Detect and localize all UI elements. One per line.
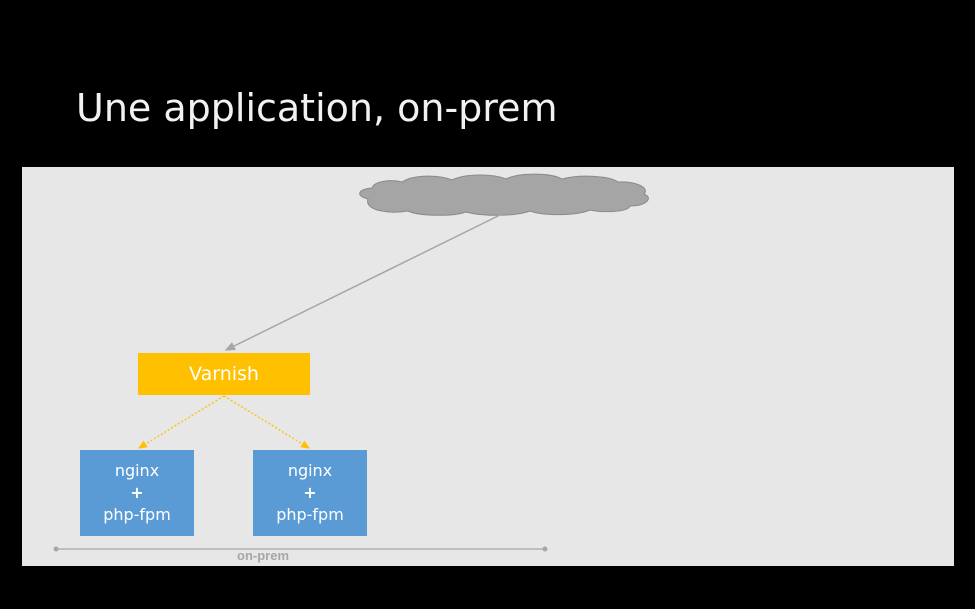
server-2-line3: php-fpm <box>276 505 344 524</box>
scope-bracket <box>53 546 548 552</box>
slide-title: Une application, on-prem <box>76 86 558 130</box>
server-node-1: nginx + php-fpm <box>80 450 194 536</box>
server-2-line2: + <box>303 483 317 502</box>
varnish-label: Varnish <box>189 363 259 385</box>
server-1-line2: + <box>130 483 144 502</box>
server-node-2: nginx + php-fpm <box>253 450 367 536</box>
varnish-node: Varnish <box>138 353 310 395</box>
link-cloud-varnish <box>224 213 503 351</box>
cloud-icon <box>359 173 649 216</box>
scope-label: on-prem <box>237 548 289 563</box>
server-1-line1: nginx <box>114 461 160 480</box>
link-varnish-nginx-1 <box>137 395 225 449</box>
server-2-line1: nginx <box>287 461 333 480</box>
server-1-line3: php-fpm <box>103 505 171 524</box>
link-varnish-nginx-2 <box>223 395 311 449</box>
